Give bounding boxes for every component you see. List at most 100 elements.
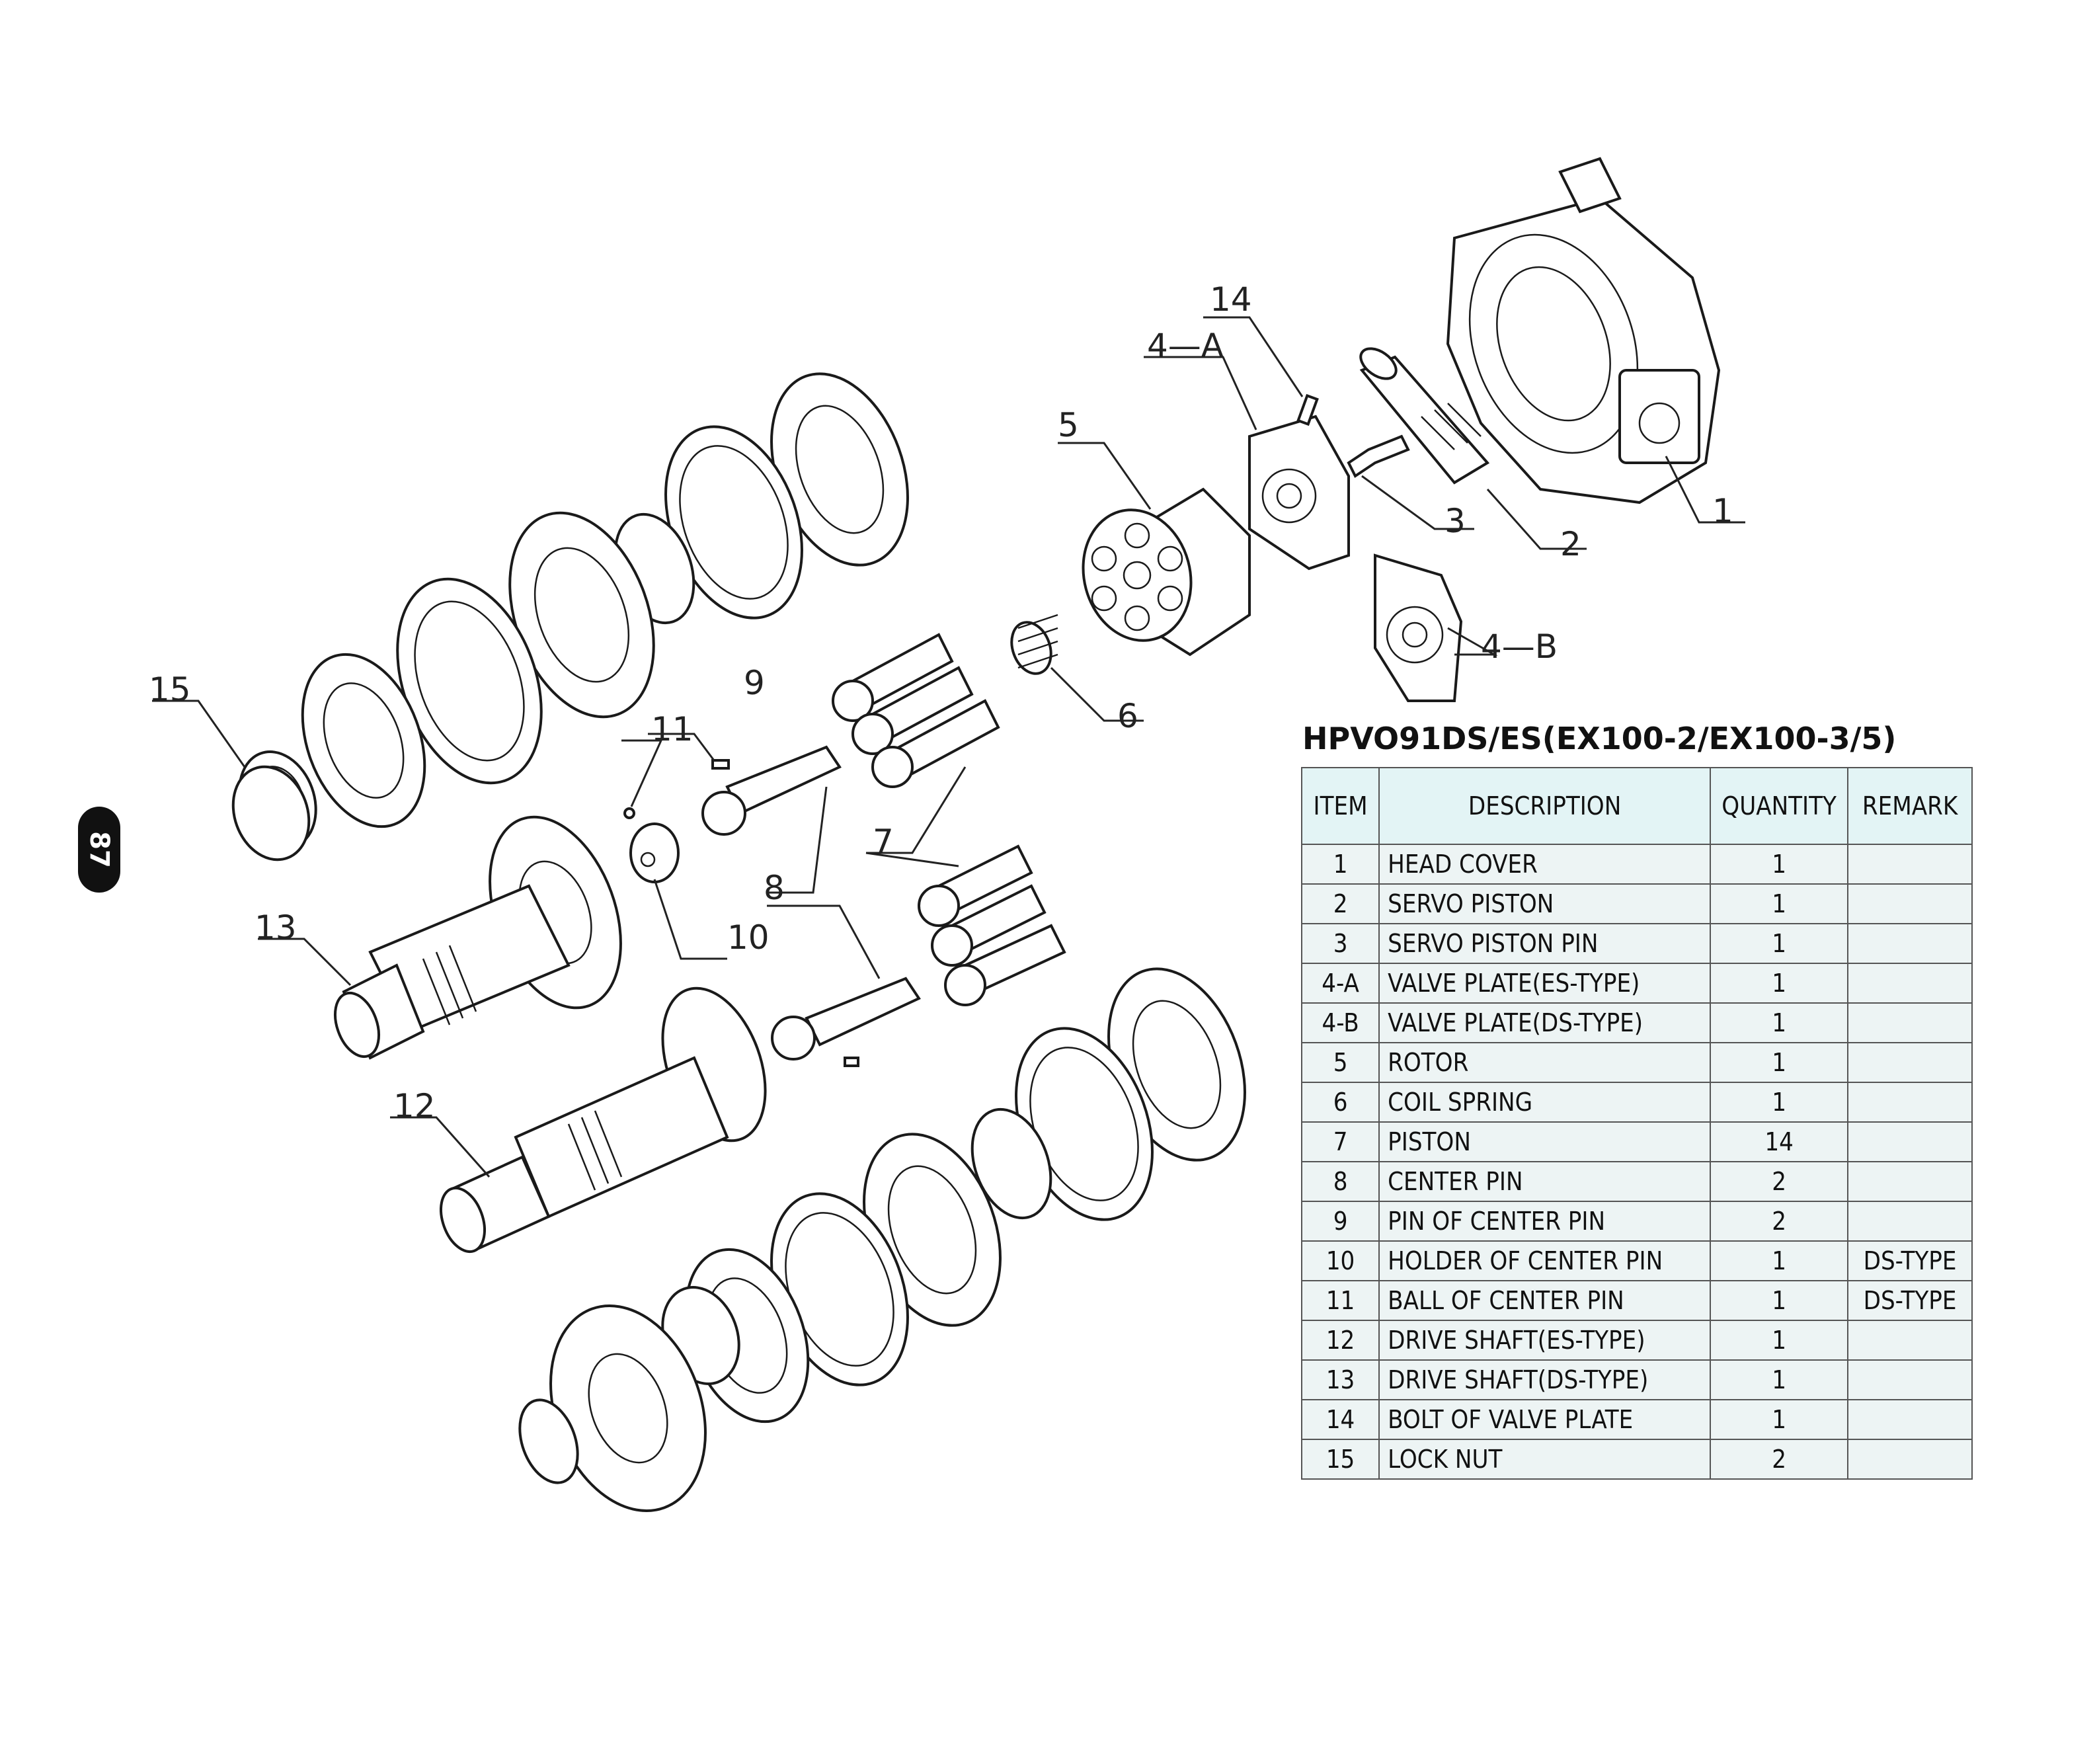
callout-9: 9 <box>744 664 765 702</box>
cell-quantity: 1 <box>1710 1240 1849 1281</box>
cell-quantity: 1 <box>1710 1359 1849 1400</box>
cell-description: BOLT OF VALVE PLATE <box>1378 1399 1712 1440</box>
cell-item: 6 <box>1300 1082 1380 1123</box>
cell-quantity: 14 <box>1710 1121 1849 1162</box>
rotor-drawing <box>1082 487 1251 657</box>
cell-item: 4-A <box>1300 963 1380 1004</box>
cell-remark <box>1847 1161 1973 1202</box>
cell-quantity: 1 <box>1710 1002 1849 1043</box>
cell-item: 8 <box>1300 1161 1380 1202</box>
cell-description: PISTON <box>1378 1121 1712 1162</box>
callout-4b: 4—B <box>1481 627 1558 666</box>
center-pin-upper-drawing <box>701 745 842 836</box>
callout-labels: 1 2 3 4—A 4—B 5 6 7 8 9 10 11 12 13 14 1… <box>149 280 1733 1125</box>
cell-remark <box>1847 1399 1973 1440</box>
cell-item: 11 <box>1300 1280 1380 1321</box>
cell-description: VALVE PLATE(ES-TYPE) <box>1378 963 1712 1004</box>
leader-lines <box>152 316 1745 1178</box>
cell-description: SERVO PISTON <box>1378 883 1712 924</box>
cell-description: SERVO PISTON PIN <box>1378 923 1712 964</box>
callout-14: 14 <box>1210 280 1252 319</box>
ball-of-center-pin-drawing <box>623 807 635 819</box>
pin-of-center-pin-drawing <box>711 759 859 1067</box>
cell-item: 7 <box>1300 1121 1380 1162</box>
header-remark: REMARK <box>1847 767 1973 845</box>
valve-plate-bolt-drawing <box>1296 393 1319 426</box>
callout-15: 15 <box>149 670 191 709</box>
cell-description: CENTER PIN <box>1378 1161 1712 1202</box>
callout-1: 1 <box>1712 492 1733 530</box>
callout-4a: 4—A <box>1147 327 1224 365</box>
callout-5: 5 <box>1058 406 1079 444</box>
header-description: DESCRIPTION <box>1378 767 1712 845</box>
cell-remark <box>1847 1439 1973 1480</box>
center-pin-lower-drawing <box>771 977 921 1061</box>
pistons-lower-drawing <box>918 844 1066 1006</box>
cell-remark <box>1847 963 1973 1004</box>
pistons-upper-drawing <box>832 633 1000 788</box>
cell-quantity: 1 <box>1710 1082 1849 1123</box>
cell-item: 10 <box>1300 1240 1380 1281</box>
lock-nut-drawing <box>231 765 311 862</box>
page-number-badge: 87 <box>78 807 120 893</box>
cell-remark <box>1847 1320 1973 1361</box>
cell-remark <box>1847 1359 1973 1400</box>
callout-12: 12 <box>393 1087 436 1125</box>
cell-description: BALL OF CENTER PIN <box>1378 1280 1712 1321</box>
head-cover-drawing <box>1446 157 1721 504</box>
table-header-row: ITEM DESCRIPTION QUANTITY REMARK <box>1300 767 1973 845</box>
cell-item: 9 <box>1300 1201 1380 1242</box>
lower-bearings-drawing <box>518 967 1246 1512</box>
header-quantity: QUANTITY <box>1710 767 1849 845</box>
cell-item: 14 <box>1300 1399 1380 1440</box>
cell-item: 13 <box>1300 1359 1380 1400</box>
cell-remark <box>1847 844 1973 885</box>
callout-3: 3 <box>1444 502 1466 540</box>
callout-2: 2 <box>1560 525 1581 563</box>
cell-remark <box>1847 1121 1973 1162</box>
cell-remark <box>1847 883 1973 924</box>
callout-13: 13 <box>255 908 297 947</box>
cell-remark <box>1847 923 1973 964</box>
cell-item: 5 <box>1300 1042 1380 1083</box>
cell-remark: DS-TYPE <box>1847 1240 1973 1281</box>
cell-description: HOLDER OF CENTER PIN <box>1378 1240 1712 1281</box>
servo-piston-drawing <box>1359 347 1490 485</box>
cell-quantity: 2 <box>1710 1439 1849 1480</box>
cell-item: 1 <box>1300 844 1380 885</box>
table-title: HPVO91DS/ES(EX100-2/EX100-3/5) <box>1302 721 1897 756</box>
cell-description: COIL SPRING <box>1378 1082 1712 1123</box>
upper-bearings-drawing <box>238 372 909 850</box>
servo-piston-pin-drawing <box>1347 434 1410 478</box>
cell-quantity: 1 <box>1710 1280 1849 1321</box>
callout-7: 7 <box>873 822 894 861</box>
cell-description: DRIVE SHAFT(DS-TYPE) <box>1378 1359 1712 1400</box>
cell-item: 12 <box>1300 1320 1380 1361</box>
cell-remark <box>1847 1002 1973 1043</box>
cell-remark <box>1847 1082 1973 1123</box>
callout-6: 6 <box>1117 697 1138 735</box>
cell-description: PIN OF CENTER PIN <box>1378 1201 1712 1242</box>
drive-shaft-es-drawing <box>440 986 767 1254</box>
cell-quantity: 1 <box>1710 923 1849 964</box>
callout-8: 8 <box>764 869 785 907</box>
cell-quantity: 1 <box>1710 1042 1849 1083</box>
coil-spring-drawing <box>1010 614 1058 675</box>
valve-plate-es-drawing <box>1248 415 1350 571</box>
